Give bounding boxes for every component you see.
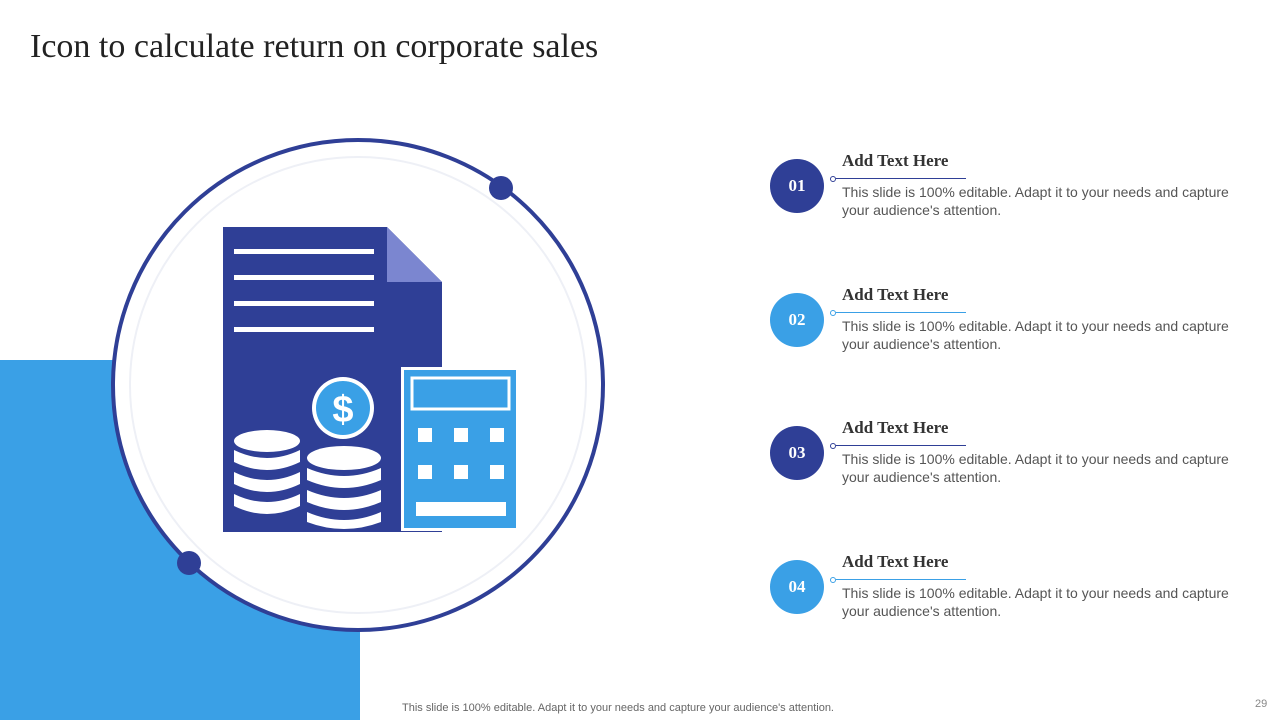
list-item-02: 02 Add Text Here This slide is 100% edit… bbox=[770, 285, 1270, 393]
item-heading: Add Text Here bbox=[842, 285, 949, 304]
outer-ring bbox=[111, 138, 605, 632]
number-badge: 01 bbox=[770, 159, 824, 213]
list-item-04: 04 Add Text Here This slide is 100% edit… bbox=[770, 552, 1270, 660]
inner-ring bbox=[129, 156, 587, 614]
item-text: This slide is 100% editable. Adapt it to… bbox=[842, 585, 1229, 619]
item-text: This slide is 100% editable. Adapt it to… bbox=[842, 451, 1229, 485]
coin-stack-icon bbox=[234, 430, 381, 529]
ring-dot-top bbox=[489, 176, 513, 200]
item-text: This slide is 100% editable. Adapt it to… bbox=[842, 318, 1229, 352]
dollar-coin-icon: $ bbox=[312, 377, 374, 439]
connector-line bbox=[830, 577, 968, 583]
illustration: $ bbox=[111, 138, 605, 632]
number-badge: 02 bbox=[770, 293, 824, 347]
page-number: 29 bbox=[1255, 698, 1268, 710]
number-badge: 04 bbox=[770, 560, 824, 614]
dollar-symbol: $ bbox=[332, 389, 353, 431]
footer-note: This slide is 100% editable. Adapt it to… bbox=[402, 702, 834, 714]
number-badge: 03 bbox=[770, 426, 824, 480]
item-heading: Add Text Here bbox=[842, 552, 949, 571]
connector-line bbox=[830, 443, 968, 449]
item-heading: Add Text Here bbox=[842, 418, 949, 437]
item-text: This slide is 100% editable. Adapt it to… bbox=[842, 184, 1229, 218]
list-item-03: 03 Add Text Here This slide is 100% edit… bbox=[770, 418, 1270, 526]
connector-line bbox=[830, 310, 968, 316]
connector-line bbox=[830, 176, 968, 182]
list-item-01: 01 Add Text Here This slide is 100% edit… bbox=[770, 151, 1270, 259]
ring-dot-bottom bbox=[177, 551, 201, 575]
item-heading: Add Text Here bbox=[842, 151, 949, 170]
page-title: Icon to calculate return on corporate sa… bbox=[30, 28, 599, 65]
calculator-icon bbox=[401, 367, 519, 531]
